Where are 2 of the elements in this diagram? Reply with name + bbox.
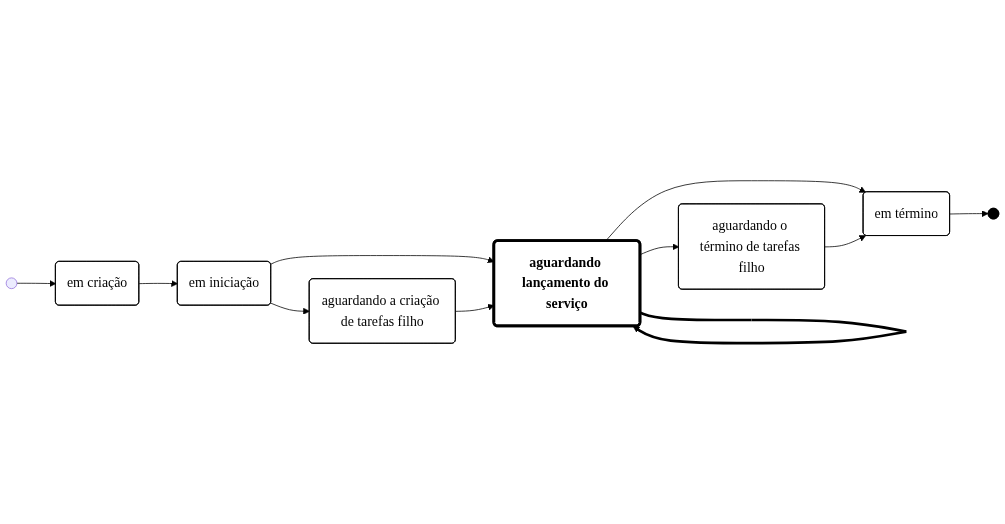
arrow [632,311,907,345]
node-circle [5,277,18,290]
